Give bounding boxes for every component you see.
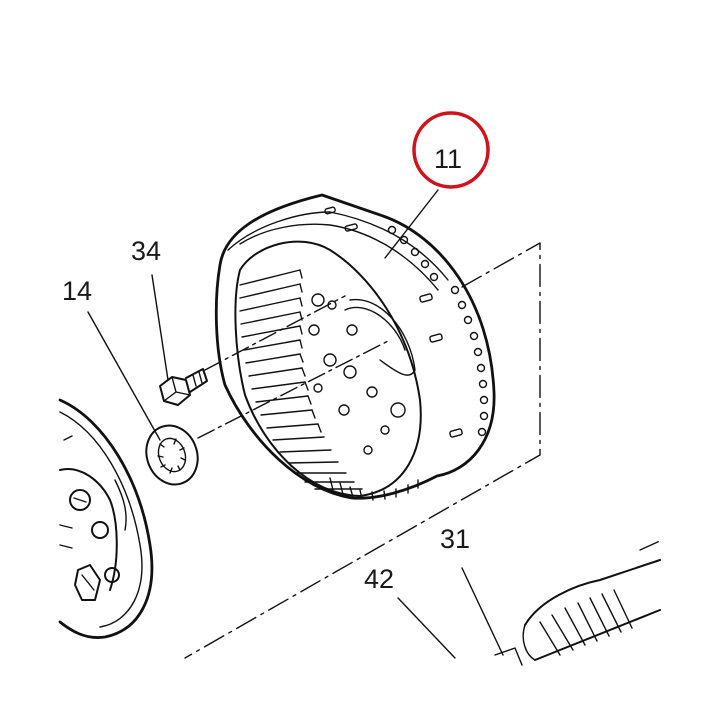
leader-34 xyxy=(151,274,169,381)
basket-face-holes xyxy=(308,293,406,455)
lock-washer xyxy=(145,424,199,486)
leader-14 xyxy=(87,311,161,441)
callout-42: 42 xyxy=(364,564,394,594)
center-lines xyxy=(197,295,391,439)
leader-lines xyxy=(87,189,504,659)
callout-31: 31 xyxy=(440,524,470,554)
callout-14: 14 xyxy=(62,276,92,306)
highlight-ring xyxy=(412,111,490,189)
leader-11 xyxy=(384,189,439,259)
basket-spline-teeth xyxy=(239,269,363,490)
callout-34: 34 xyxy=(131,236,161,266)
splined-shaft xyxy=(494,539,663,666)
callout-11: 11 xyxy=(434,144,462,174)
clutch-basket xyxy=(214,193,496,501)
basket-rim-dimples xyxy=(387,225,489,437)
leader-42 xyxy=(397,597,456,659)
callout-labels: 11 34 14 31 42 xyxy=(62,144,470,594)
basket-rim-slots xyxy=(324,206,463,438)
bolt xyxy=(159,368,208,406)
leader-31 xyxy=(461,567,504,656)
pressure-plate-assembly xyxy=(58,398,154,639)
assembly-boundary xyxy=(184,242,541,659)
